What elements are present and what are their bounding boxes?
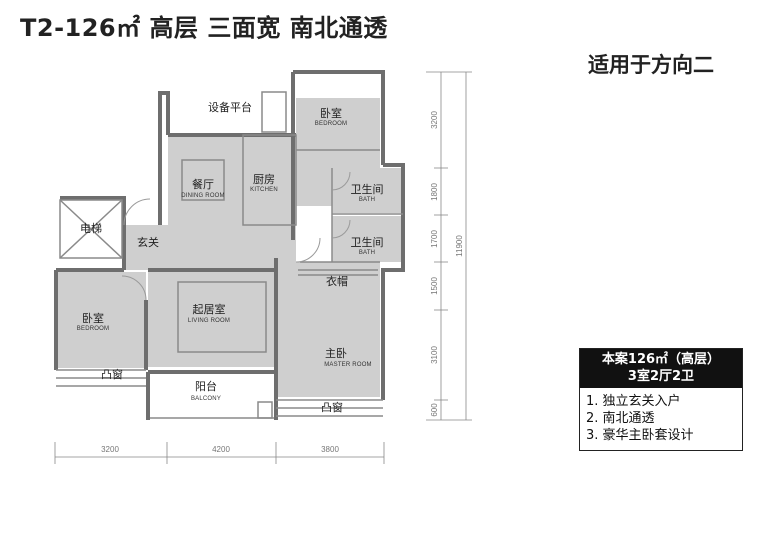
feature-item: 2. 南北通透 <box>586 411 655 426</box>
room-label-dining-en: DINING ROOM <box>181 193 225 199</box>
room-label-bath-2-en: BATH <box>359 250 375 256</box>
room-label-foyer: 玄关 <box>137 235 159 249</box>
orientation-subtitle: 适用于方向二 <box>588 53 714 77</box>
room-label-balcony-en: BALCONY <box>191 396 221 402</box>
room-label-bay-window-right: 凸窗 <box>321 400 343 414</box>
room-label-bath-1: 卫生间 <box>351 182 384 196</box>
dimension-bottom-1: 3200 <box>101 445 119 454</box>
walls <box>54 70 405 420</box>
dimension-right-5: 3100 <box>430 346 439 364</box>
dimension-right-1: 3200 <box>430 111 439 129</box>
room-label-dining: 餐厅 <box>192 177 214 191</box>
room-label-bedroom-top: 卧室 <box>320 106 342 120</box>
dimension-right-2: 1800 <box>430 183 439 201</box>
feature-list: 1. 独立玄关入户 2. 南北通透 3. 豪华主卧套设计 <box>580 388 742 450</box>
summary-header-line-1: 本案126㎡（高层） <box>601 352 721 367</box>
door-swings <box>121 171 351 301</box>
room-label-bay-window-left: 凸窗 <box>101 367 123 381</box>
room-label-bath-2: 卫生间 <box>351 235 384 249</box>
room-label-kitchen: 厨房 <box>253 173 275 186</box>
room-label-balcony: 阳台 <box>195 379 217 393</box>
dimension-bottom-3: 3800 <box>321 445 339 454</box>
room-label-master-en: MASTER ROOM <box>324 362 372 368</box>
summary-header-line-2: 3室2厅2卫 <box>627 369 695 384</box>
summary-header: 本案126㎡（高层） 3室2厅2卫 <box>580 349 742 388</box>
floor-fill <box>58 98 402 397</box>
room-label-elevator: 电梯 <box>80 222 102 235</box>
room-label-closet: 衣帽 <box>326 274 348 288</box>
room-label-bedroom-left: 卧室 <box>82 311 104 325</box>
dimension-lines-bottom <box>54 442 385 464</box>
room-label-kitchen-en: KITCHEN <box>250 187 278 193</box>
room-label-bedroom-left-en: BEDROOM <box>77 326 109 332</box>
feature-item: 1. 独立玄关入户 <box>586 394 681 409</box>
dimension-right-6: 600 <box>430 403 439 417</box>
interior-lines <box>56 91 403 419</box>
room-label-living: 起居室 <box>193 302 226 316</box>
dimension-total: 11900 <box>455 235 464 257</box>
page-title: T2-126㎡ 高层 三面宽 南北通透 <box>20 14 388 42</box>
room-label-master: 主卧 <box>325 347 347 360</box>
room-label-bath-1-en: BATH <box>359 197 375 203</box>
feature-item: 3. 豪华主卧套设计 <box>586 428 694 443</box>
dimension-right-4: 1500 <box>430 277 439 295</box>
room-label-bedroom-top-en: BEDROOM <box>315 121 347 127</box>
room-label-platform: 设备平台 <box>208 100 252 114</box>
room-labels: 设备平台 卧室 BEDROOM 餐厅 DINING ROOM 厨房 KITCHE… <box>77 100 384 414</box>
dimension-bottom-2: 4200 <box>212 445 230 454</box>
dimension-lines-right <box>426 71 472 421</box>
dimension-right-3: 1700 <box>430 230 439 248</box>
summary-box: 本案126㎡（高层） 3室2厅2卫 1. 独立玄关入户 2. 南北通透 3. 豪… <box>579 348 743 451</box>
room-label-living-en: LIVING ROOM <box>188 318 230 324</box>
